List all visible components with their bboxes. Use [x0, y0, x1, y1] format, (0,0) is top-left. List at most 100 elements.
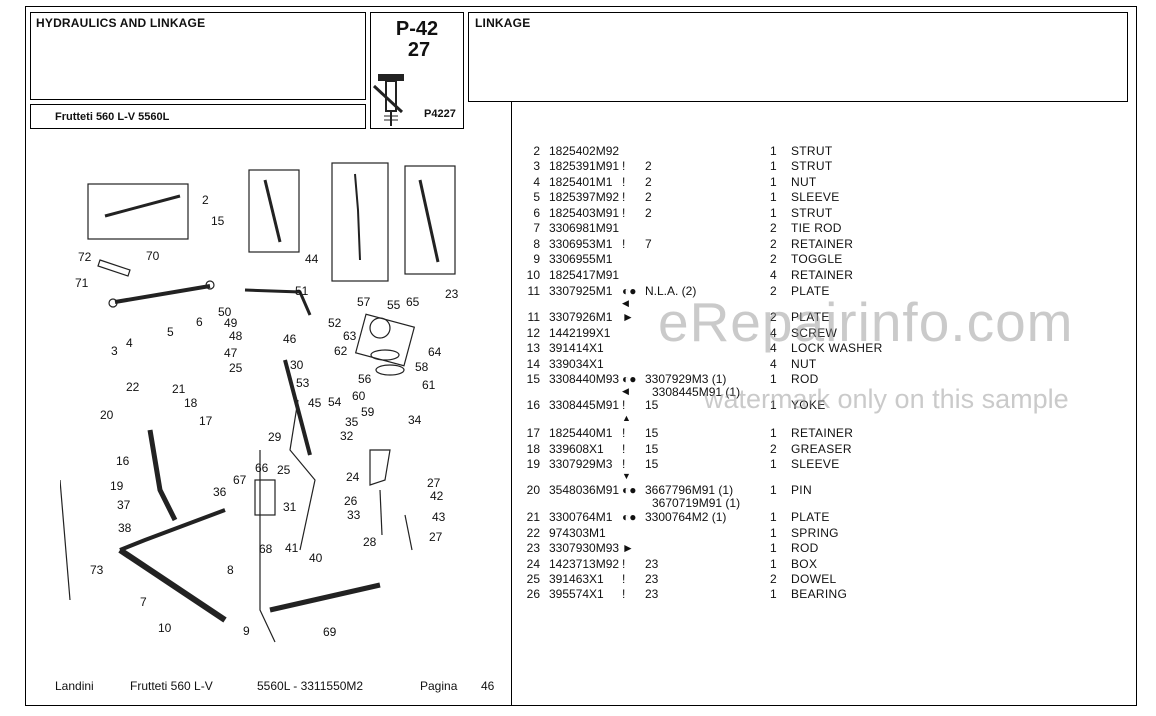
callout-49: 49: [224, 316, 238, 330]
part-part: 391414X1: [549, 341, 604, 355]
part-idx: 11: [527, 310, 540, 324]
part-idx: 15: [526, 372, 540, 386]
part-part: 3307926M1: [549, 310, 613, 324]
part-note: 2: [645, 190, 652, 204]
callout-27a: 27: [427, 476, 441, 490]
part-qty: 1: [770, 557, 777, 571]
footer-model: Frutteti 560 L-V: [130, 679, 213, 693]
part-qty: 4: [770, 268, 777, 282]
callout-56: 56: [358, 372, 372, 386]
rod-assembly-box: [404, 165, 456, 275]
part-desc: BEARING: [791, 587, 848, 601]
part-idx: 9: [533, 252, 540, 266]
callout-41: 41: [285, 541, 299, 555]
part-note: N.L.A. (2): [645, 284, 697, 298]
callout-9: 9: [243, 624, 250, 638]
part-desc: RETAINER: [791, 426, 854, 440]
callout-32: 32: [340, 429, 354, 443]
page-sub: 27: [407, 39, 431, 61]
part-qty: 4: [770, 326, 777, 340]
part-idx: 25: [526, 572, 540, 586]
callout-55: 55: [387, 298, 401, 312]
callout-42: 42: [430, 489, 444, 503]
part-desc: LOCK WASHER: [791, 341, 883, 355]
part-desc: DOWEL: [791, 572, 837, 586]
part-part: 1442199X1: [549, 326, 611, 340]
callout-4: 4: [126, 336, 133, 350]
hydraulic-lift-icon: [372, 74, 404, 126]
part-qty: 1: [770, 175, 777, 189]
part-desc: PIN: [791, 483, 812, 497]
callout-73: 73: [90, 563, 104, 577]
part-qty: 1: [770, 510, 777, 524]
callout-5: 5: [167, 325, 174, 339]
list-divider: [511, 102, 512, 706]
part-idx: 16: [526, 398, 540, 412]
callout-65: 65: [406, 295, 420, 309]
callout-2: 2: [202, 193, 209, 207]
callout-66: 66: [255, 461, 269, 475]
model-label: Frutteti 560 L-V 5560L: [55, 111, 170, 123]
part-idx: 26: [526, 587, 540, 601]
part-qty: 1: [770, 526, 777, 540]
callout-8: 8: [227, 563, 234, 577]
part-desc: RETAINER: [791, 268, 854, 282]
part-part: 395574X1: [549, 587, 604, 601]
part-idx: 20: [526, 483, 540, 497]
part-mark: !: [622, 398, 626, 412]
callout-51: 51: [295, 284, 309, 298]
part-idx: 6: [533, 206, 540, 220]
part-mark: !: [622, 572, 626, 586]
part-desc: STRUT: [791, 206, 833, 220]
part-idx: 17: [526, 426, 540, 440]
callout-63: 63: [343, 329, 357, 343]
part-qty: 1: [770, 190, 777, 204]
row20-extra-note: 3670719M91 (1): [652, 496, 741, 510]
part-part: 3308445M91: [549, 398, 620, 412]
part-note: 23: [645, 587, 659, 601]
part-desc: STRUT: [791, 159, 833, 173]
part-qty: 2: [770, 221, 777, 235]
callout-58: 58: [415, 360, 429, 374]
strut-box: [87, 183, 189, 240]
part-idx: 19: [526, 457, 540, 471]
page-code-box: [370, 12, 464, 129]
part-qty: 4: [770, 357, 777, 371]
part-qty: 2: [770, 572, 777, 586]
part-part: 3548036M91: [549, 483, 620, 497]
part-part: 1825401M1: [549, 175, 613, 189]
group-title-box: [468, 12, 1128, 102]
callout-18a: 18: [184, 396, 198, 410]
part-part: 3300764M1: [549, 510, 613, 524]
callout-15: 15: [211, 214, 225, 228]
part-desc: SCREW: [791, 326, 838, 340]
part-qty: 2: [770, 284, 777, 298]
callout-33: 33: [347, 508, 361, 522]
callout-52: 52: [328, 316, 342, 330]
part-desc: RETAINER: [791, 237, 854, 251]
callout-71: 71: [75, 276, 89, 290]
part-part: 1825402M92: [549, 144, 620, 158]
callout-36: 36: [213, 485, 227, 499]
part-desc: TOGGLE: [791, 252, 843, 266]
callout-50: 50: [218, 305, 232, 319]
part-qty: 1: [770, 206, 777, 220]
part-mark: !: [622, 175, 626, 189]
part-part: 1825440M1: [549, 426, 613, 440]
part-idx: 7: [533, 221, 540, 235]
part-desc: SLEEVE: [791, 457, 840, 471]
callout-38: 38: [118, 521, 132, 535]
callout-20: 20: [100, 408, 114, 422]
part-part: 3306955M1: [549, 252, 613, 266]
part-part: 1825397M92: [549, 190, 620, 204]
callout-31: 31: [283, 500, 297, 514]
part-mark: !: [622, 426, 626, 440]
callout-3: 3: [111, 344, 118, 358]
part-qty: 1: [770, 159, 777, 173]
callout-68: 68: [259, 542, 273, 556]
part-note: 15: [645, 398, 659, 412]
callout-70: 70: [146, 249, 160, 263]
up-arrow-icon: ▲: [622, 413, 631, 423]
part-note: 23: [645, 572, 659, 586]
callout-37: 37: [117, 498, 131, 512]
